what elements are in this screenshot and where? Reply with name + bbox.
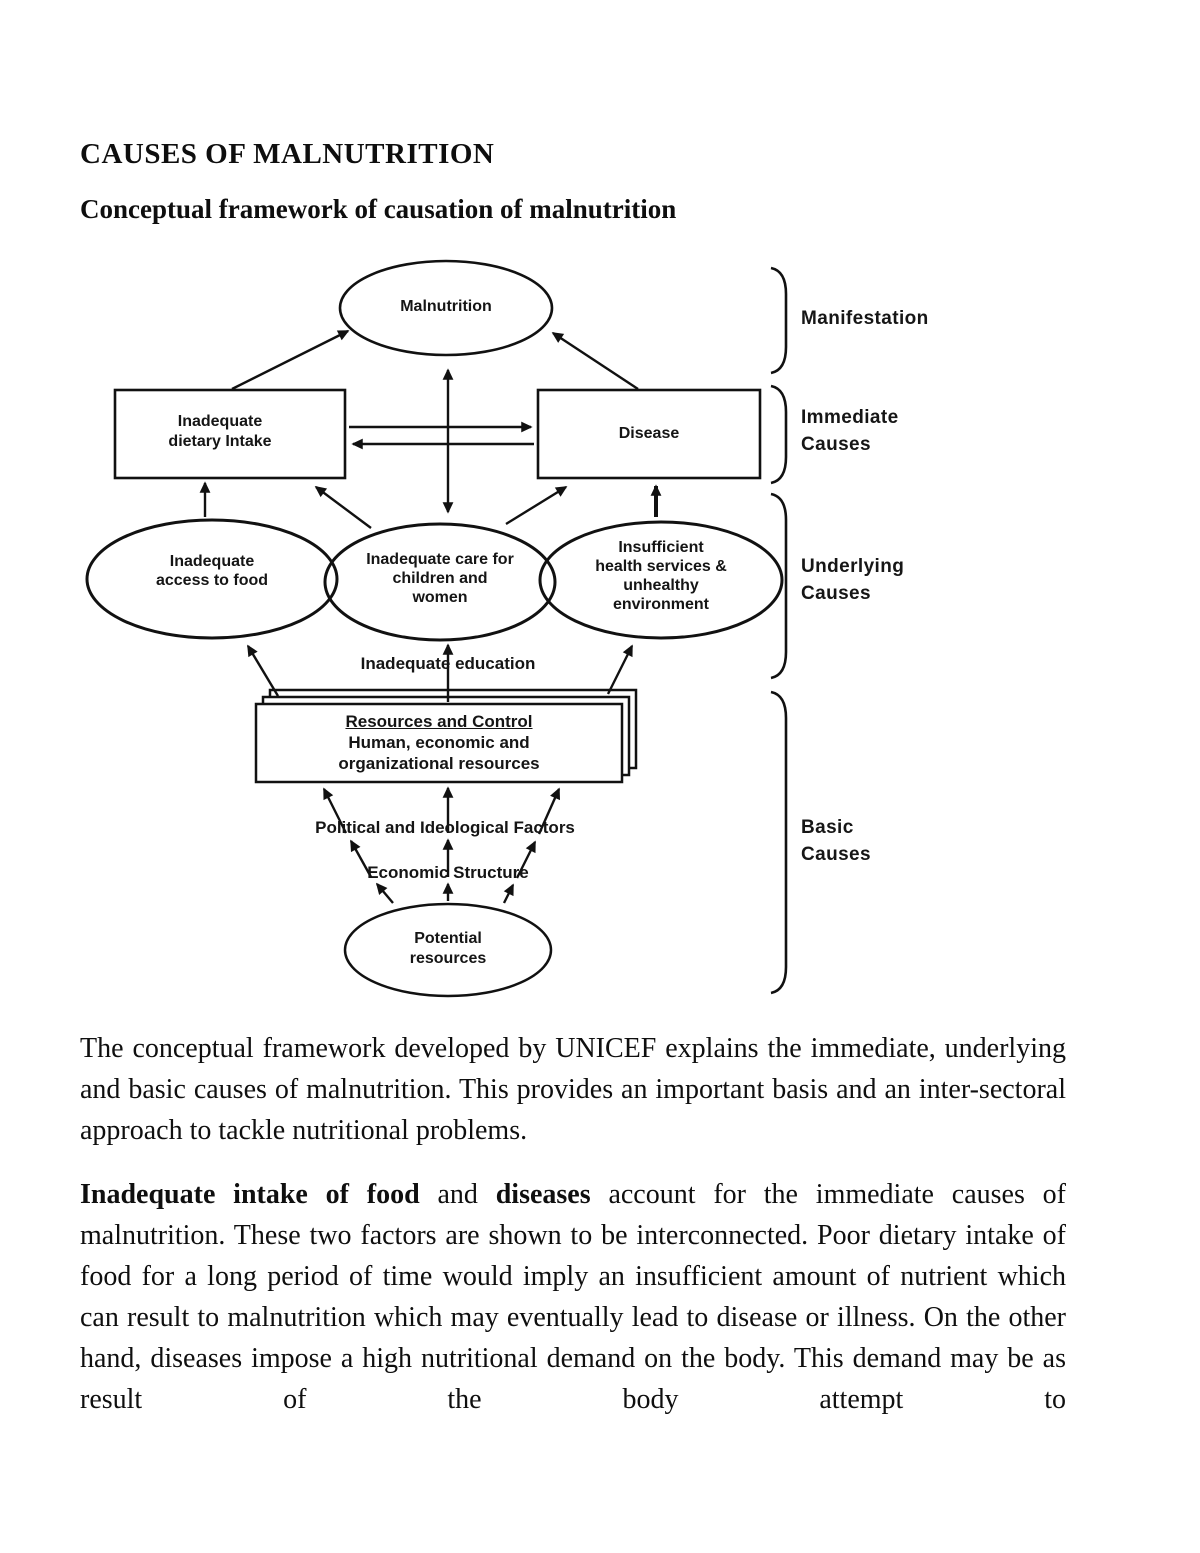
- potential-resources-ellipse: [343, 902, 553, 998]
- arrow-resources-to-services: [606, 644, 634, 695]
- arrow-resources-to-access: [246, 644, 280, 697]
- arrow-care-to-disease: [505, 485, 568, 526]
- p2-segment-3: account for the immediate causes of maln…: [80, 1179, 1066, 1415]
- arrow-fan-left-2: [349, 839, 373, 878]
- arrow-care-to-dietary: [314, 486, 372, 529]
- brace-manifestation: [770, 266, 788, 375]
- health-services-ellipse: [538, 520, 784, 640]
- health-services-label: Insufficient health services & unhealthy…: [595, 539, 727, 613]
- arrow-disease-to-malnutrition: [551, 331, 639, 391]
- diagram-canvas: [85, 259, 788, 998]
- resources-label: Resources and Control Human, economic an…: [338, 712, 540, 773]
- stage-manifestation: Manifestation: [801, 308, 929, 329]
- brace-underlying-causes: [770, 492, 788, 680]
- economic-structure-label: Economic Structure: [367, 863, 529, 882]
- dietary-intake-box: [113, 388, 347, 480]
- brace-immediate-causes: [770, 384, 788, 485]
- brace-basic-causes: [770, 690, 788, 995]
- education-label: Inadequate education: [360, 654, 536, 673]
- arrow-fan-left-3: [322, 787, 348, 834]
- potential-resources-label: Potential resources: [409, 930, 487, 967]
- care-label: Inadequate care for children and women: [366, 551, 514, 606]
- malnutrition-ellipse: [338, 259, 554, 357]
- p2-segment-1: and: [419, 1179, 496, 1210]
- body-text: The conceptual framework developed by UN…: [80, 1028, 1066, 1420]
- stage-underlying-causes: Underlying Causes: [801, 556, 905, 604]
- bold-inadequate-intake: Inadequate intake of food: [80, 1179, 420, 1210]
- arrow-dietary-to-malnutrition: [231, 329, 350, 391]
- care-ellipse: [323, 522, 557, 642]
- paragraph-immediate-causes: Inadequate intake of food and diseases a…: [80, 1174, 1066, 1420]
- page-subtitle: Conceptual framework of causation of mal…: [80, 194, 677, 224]
- disease-label: Disease: [618, 425, 680, 442]
- malnutrition-framework-diagram: Malnutrition Inadequate dietary Intake D…: [85, 259, 929, 998]
- arrow-fan-right-2: [515, 840, 537, 879]
- malnutrition-label: Malnutrition: [400, 298, 492, 315]
- page-title: CAUSES OF MALNUTRITION: [80, 138, 495, 170]
- arrow-fan-right-3: [537, 787, 561, 835]
- stage-basic-causes: Basic Causes: [801, 817, 871, 865]
- access-food-label: Inadequate access to food: [155, 553, 269, 589]
- access-food-ellipse: [85, 518, 339, 640]
- arrow-fan-right-1: [502, 883, 515, 904]
- disease-box: [536, 388, 762, 480]
- dietary-intake-label: Inadequate dietary Intake: [168, 413, 272, 450]
- resources-box: [254, 702, 624, 784]
- paragraph-unicef-framework: The conceptual framework developed by UN…: [80, 1033, 1066, 1146]
- bold-diseases: diseases: [495, 1179, 591, 1210]
- stage-immediate-causes: Immediate Causes: [801, 407, 899, 455]
- political-factors-label: Political and Ideological Factors: [315, 818, 575, 837]
- arrow-fan-left-1: [375, 882, 394, 904]
